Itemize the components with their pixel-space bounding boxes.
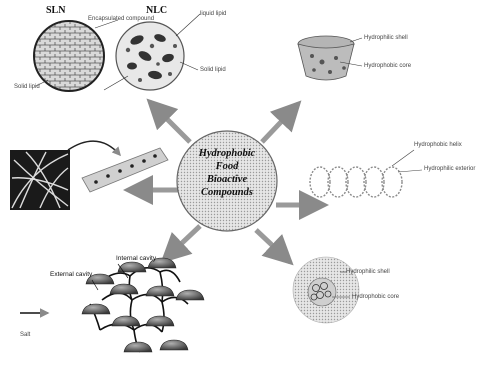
- internal-cavity-label: Internal cavity: [116, 256, 156, 263]
- encapsulated-compound-label: Encapsulated compound: [88, 16, 154, 22]
- center-label: Hydrophobic Food Bioactive Compounds: [182, 147, 272, 199]
- fiber-film: [82, 148, 168, 192]
- arrow-to-sln-nlc: [150, 102, 190, 142]
- micelle-hydrophobic-core-label: Hydrophobic core: [352, 294, 399, 300]
- center-line-3: Bioactive: [182, 173, 272, 186]
- external-cavity-label: External cavity: [50, 272, 92, 279]
- cyclodextrin: [298, 36, 362, 80]
- cd-hydrophilic-shell-label: Hydrophilic shell: [364, 35, 408, 41]
- nlc-particle: [104, 14, 200, 90]
- center-line-1: Hydrophobic: [182, 147, 272, 160]
- micelle-hydrophilic-shell-label: Hydrophilic shell: [346, 269, 390, 275]
- center-line-2: Food: [182, 160, 272, 173]
- salt-label: Salt: [20, 332, 30, 338]
- sln-title: SLN: [46, 6, 65, 16]
- arrow-to-micelle: [256, 230, 290, 262]
- arrow-to-cyclodextrin: [262, 104, 298, 142]
- center-line-4: Compounds: [182, 186, 272, 199]
- liquid-lipid-label: liquid lipid: [200, 11, 226, 17]
- solid-lipid-right-label: Solid lipid: [200, 67, 226, 73]
- hydrophilic-exterior-label: Hydrophilic exterior: [424, 166, 475, 172]
- micelle: [293, 257, 359, 323]
- helix: [310, 150, 422, 197]
- nlc-title: NLC: [146, 6, 167, 16]
- arrow-to-network: [164, 226, 200, 260]
- cavity-network: [20, 258, 204, 352]
- solid-lipid-left-label: Solid lipid: [14, 84, 40, 90]
- sln-particle: [34, 20, 118, 91]
- cd-hydrophobic-core-label: Hydrophobic core: [364, 63, 411, 69]
- hydrophobic-helix-label: Hydrophobic helix: [414, 142, 462, 148]
